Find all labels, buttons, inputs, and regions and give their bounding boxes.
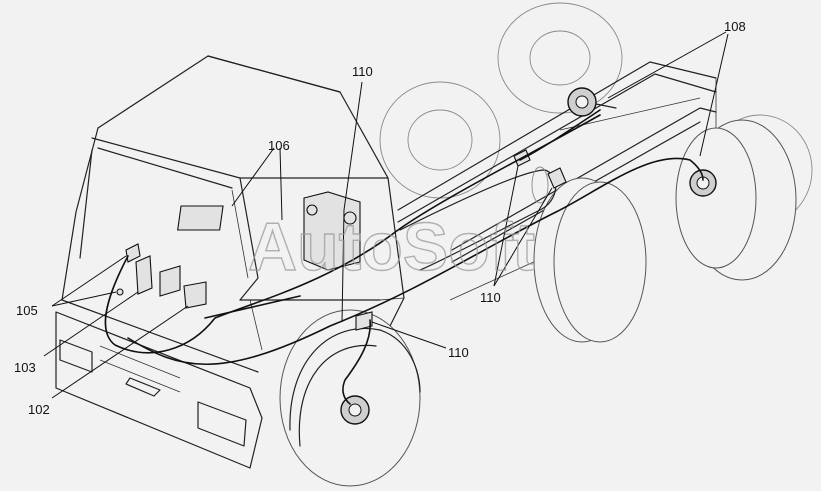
callout-108: 108 bbox=[724, 19, 746, 34]
wiring-harness bbox=[104, 109, 704, 405]
cab bbox=[61, 55, 405, 351]
callout-105: 105 bbox=[16, 303, 38, 318]
callout-110-mid: 110 bbox=[480, 290, 501, 305]
callout-110-bottom: 110 bbox=[448, 345, 469, 360]
middle-axle-hub bbox=[567, 87, 617, 117]
cab-rear-components bbox=[177, 191, 361, 271]
front-bumper bbox=[55, 299, 263, 469]
callout-102: 102 bbox=[28, 402, 50, 417]
callout-110-top: 110 bbox=[352, 64, 373, 79]
rear-tires-near bbox=[533, 119, 797, 343]
callout-103: 103 bbox=[14, 360, 36, 375]
callout-106: 106 bbox=[268, 138, 290, 153]
module-106 bbox=[177, 205, 224, 231]
watermark: AutoSoft bbox=[248, 209, 535, 285]
dashboard-components bbox=[116, 243, 207, 309]
front-wheel bbox=[279, 309, 421, 487]
leader-lines bbox=[43, 31, 729, 399]
